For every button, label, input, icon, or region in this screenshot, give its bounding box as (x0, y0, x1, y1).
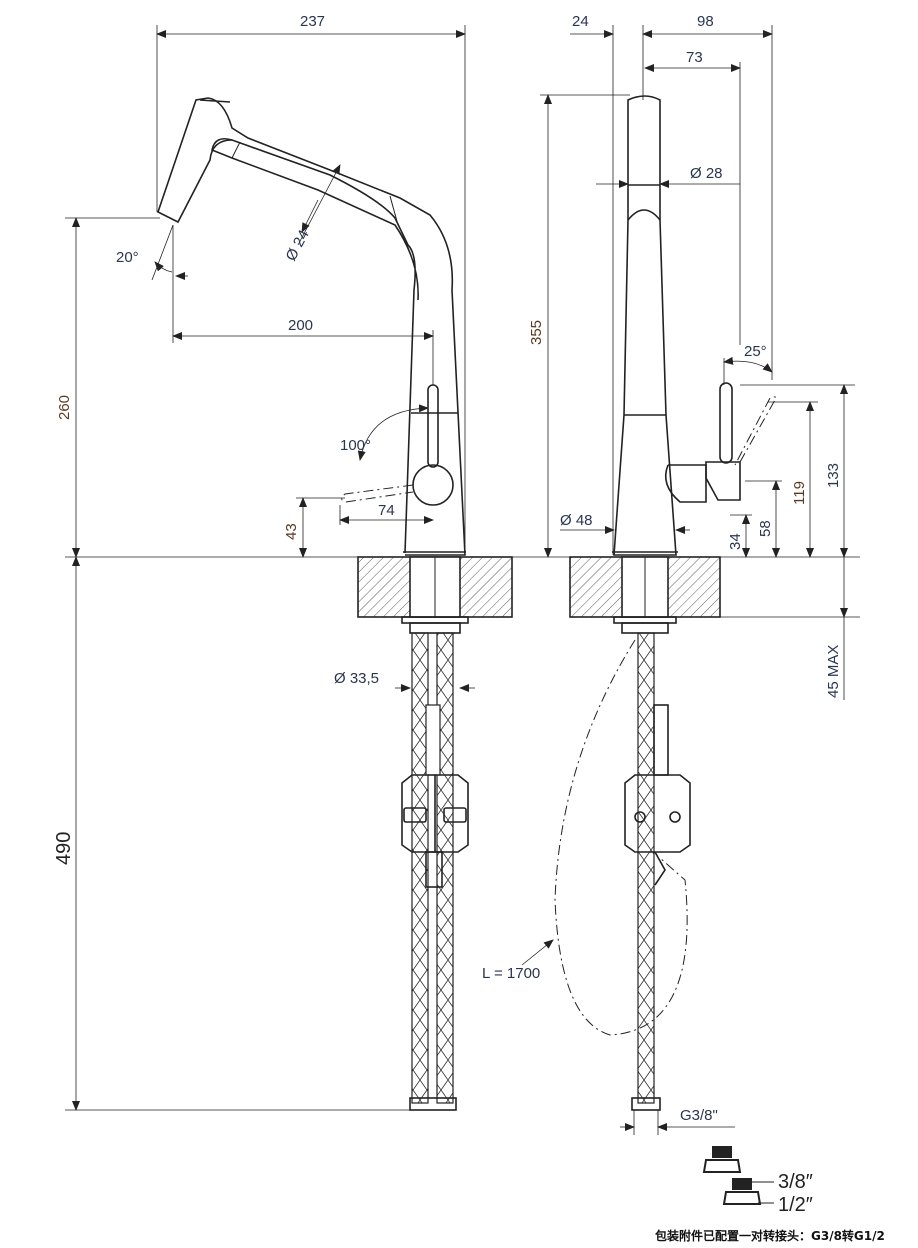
dim-25deg: 25° (744, 343, 767, 360)
dim-45-max: 45 MAX (825, 645, 842, 698)
adapter-size-1-2: 1/2″ (778, 1194, 813, 1216)
dim-98: 98 (697, 13, 714, 30)
dim-490: 490 (53, 832, 75, 865)
flow-regulator-block (401, 774, 469, 853)
lever-handle (427, 384, 439, 468)
adapter-size-3-8: 3/8″ (778, 1171, 813, 1193)
lever-handle-front (719, 382, 733, 464)
dim-l-1700: L = 1700 (482, 965, 540, 982)
lever-base (705, 461, 741, 501)
dim-200: 200 (288, 317, 313, 334)
dim-237: 237 (300, 13, 325, 30)
dim-260: 260 (56, 395, 73, 420)
adapter-caption: 包装附件已配置一对转接头：G3/8转G1/2 (654, 1228, 885, 1243)
dim-74: 74 (378, 502, 395, 519)
dim-g3-8: G3/8" (680, 1107, 718, 1124)
lever-hub (412, 464, 454, 506)
dim-20deg: 20° (116, 249, 139, 266)
spout-body-front (613, 95, 677, 556)
dim-73: 73 (686, 49, 703, 66)
dim-43: 43 (283, 523, 300, 540)
flow-regulator-block-front (624, 774, 691, 853)
pullout-hose-path (554, 639, 688, 1036)
dim-58: 58 (757, 520, 774, 537)
dim-diam-33-5: Ø 33,5 (334, 670, 379, 687)
dim-355: 355 (528, 320, 545, 345)
dim-24: 24 (572, 13, 589, 30)
dim-133: 133 (825, 463, 842, 488)
dim-100deg: 100° (340, 437, 371, 454)
adapter-illustration (702, 1146, 774, 1205)
side-view: 237 260 200 20° Ø 24 100° 43 74 Ø 33,5 4… (53, 13, 513, 1111)
front-view: 24 98 73 Ø 28 355 25° Ø 48 34 58 119 133… (482, 13, 855, 1135)
dim-diam-24: Ø 24 (283, 227, 313, 264)
dim-34: 34 (727, 533, 744, 550)
dim-119: 119 (791, 481, 808, 505)
dim-diam-28: Ø 28 (690, 165, 723, 182)
dim-diam-48: Ø 48 (560, 512, 593, 529)
